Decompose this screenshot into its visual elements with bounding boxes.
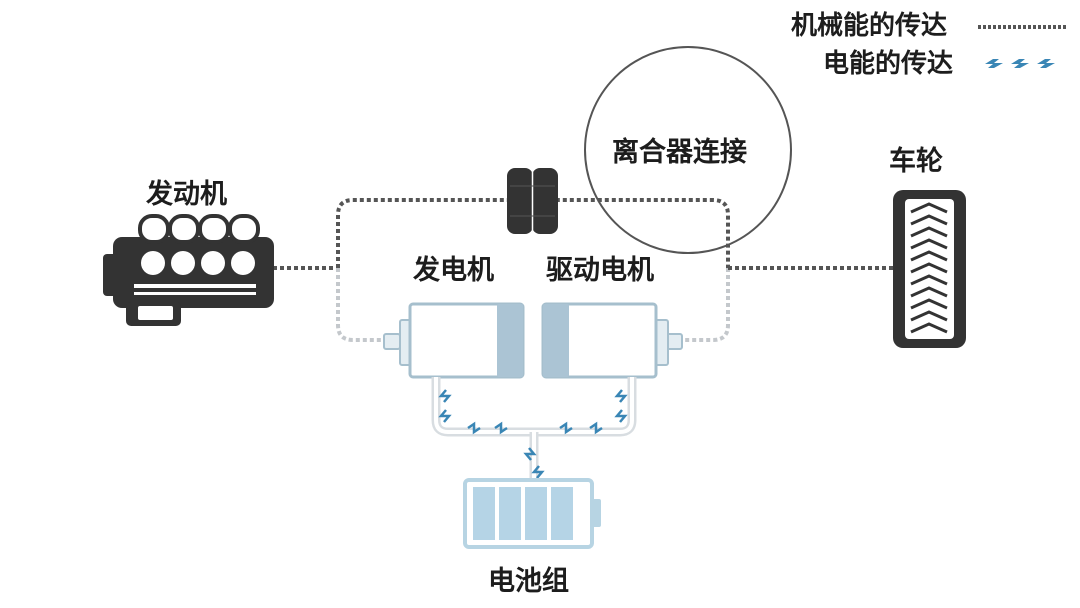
generator-label: 发电机 [413, 255, 494, 286]
generator-icon [383, 302, 525, 379]
battery-label: 电池组 [488, 566, 569, 597]
motor-icon [541, 302, 683, 379]
legend-electrical-sample [985, 59, 1055, 68]
clutch-icon [507, 168, 558, 234]
tire-icon [893, 190, 966, 348]
mechanical-connection-lines [273, 198, 893, 342]
motor-mechanical-line [685, 268, 730, 342]
engine-label: 发动机 [146, 179, 227, 210]
battery-icon [463, 478, 601, 549]
drive-motor-label: 驱动电机 [546, 255, 654, 286]
engine-icon [103, 214, 274, 326]
electrical-connection-lines [431, 377, 637, 480]
clutch-label: 离合器连接 [612, 137, 747, 168]
legend-mechanical-label: 机械能的传达 [791, 11, 948, 41]
generator-mechanical-line [336, 268, 386, 342]
top-mechanical-loop [336, 198, 730, 268]
wheel-label: 车轮 [889, 146, 943, 177]
electrical-flow-markers [438, 389, 628, 479]
clutch-highlight-circle [584, 46, 792, 254]
legend-electrical-label: 电能的传达 [823, 49, 954, 79]
